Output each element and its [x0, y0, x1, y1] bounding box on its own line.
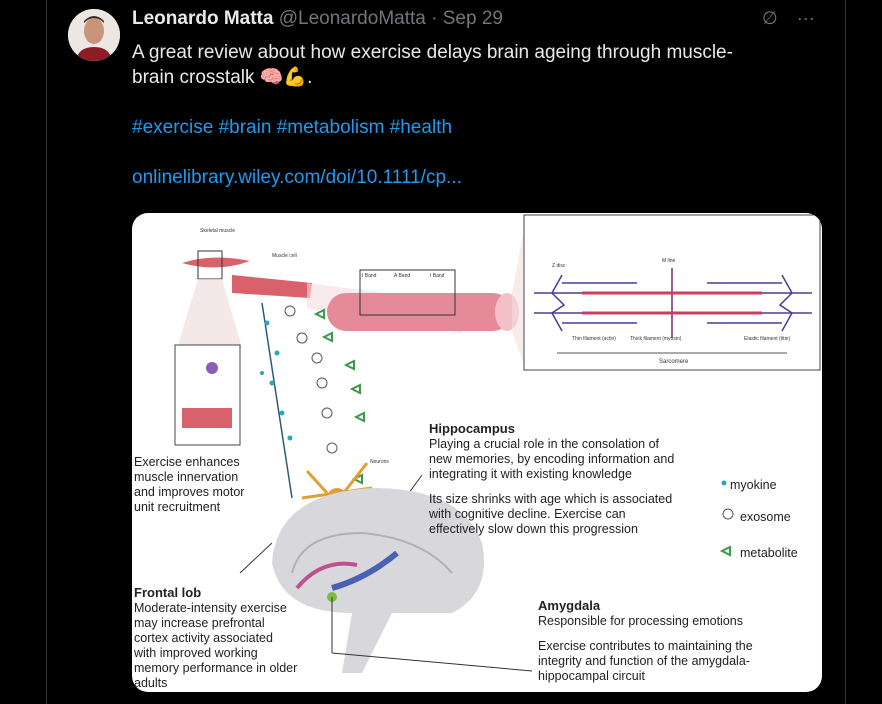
hippocampus-title: Hippocampus: [429, 421, 515, 436]
text-line: new memories, by encoding information an…: [429, 452, 675, 466]
article-link[interactable]: onlinelibrary.wiley.com/doi/10.1111/cp..…: [132, 167, 462, 188]
frontal-lobe-title: Frontal lob: [134, 585, 202, 600]
avatar[interactable]: [68, 9, 120, 61]
text-line: Exercise contributes to maintaining the: [538, 639, 753, 653]
label-i-band-2: I Band: [430, 273, 445, 279]
separator: ·: [431, 8, 438, 29]
label-thick-filament: Thick filament (myosin): [630, 336, 682, 342]
text-line: unit recruitment: [134, 500, 221, 514]
figure-image[interactable]: Skeletal muscle Muscle cell I Band A Ban…: [132, 213, 822, 692]
text-line: A great review about how exercise delays…: [132, 42, 733, 63]
text-line: Playing a crucial role in the consolatio…: [429, 437, 659, 451]
legend-myokine: myokine: [730, 478, 777, 492]
author-handle[interactable]: @LeonardoMatta: [278, 8, 426, 29]
tweet-date[interactable]: Sep 29: [442, 8, 503, 29]
label-skeletal-muscle: Skeletal muscle: [200, 228, 236, 234]
more-icon[interactable]: ···: [796, 8, 815, 28]
label-a-band: A Band: [394, 273, 411, 279]
text-line: may increase prefrontal: [134, 616, 265, 630]
label-muscle-cell: Muscle cell: [272, 253, 297, 259]
text-line: integrating it with existing knowledge: [429, 467, 632, 481]
text-line: adults: [134, 676, 168, 690]
label-i-band: I Band: [362, 273, 377, 279]
label-neurons: Neurons: [370, 459, 389, 465]
text-line: cortex activity associated: [134, 631, 273, 645]
figure-illustration: [174, 213, 821, 673]
label-m-line: M line: [662, 258, 676, 264]
label-elastic-filament: Elastic filament (titin): [744, 336, 791, 342]
text-line: muscle innervation: [134, 470, 239, 484]
text-line: and improves motor: [134, 485, 245, 499]
text-line: Moderate-intensity exercise: [134, 601, 287, 615]
label-sarcomere: Sarcomere: [659, 359, 689, 365]
label-thin-filament: Thin filament (actin): [572, 336, 616, 342]
amygdala-title: Amygdala: [538, 598, 601, 613]
text-line: Exercise enhances: [134, 455, 240, 469]
text-line: with cognitive decline. Exercise can: [429, 507, 626, 521]
legend-exosome: exosome: [740, 510, 791, 524]
timeline-column: [46, 0, 846, 704]
text-line: Its size shrinks with age which is assoc…: [429, 492, 673, 506]
tweet-text: A great review about how exercise delays…: [132, 40, 812, 190]
text-line: effectively slow down this progression: [429, 522, 638, 536]
text-line: integrity and function of the amygdala-: [538, 654, 750, 668]
text-line: memory performance in older: [134, 661, 298, 675]
text-line: brain crosstalk 🧠💪.: [132, 67, 313, 88]
legend-metabolite: metabolite: [740, 546, 798, 560]
text-line: hippocampal circuit: [538, 669, 645, 683]
text-line: with improved working: [134, 646, 258, 660]
tweet-header: Leonardo Matta @LeonardoMatta · Sep 29: [132, 8, 503, 30]
grok-icon[interactable]: ∅: [762, 8, 778, 28]
text-line: Responsible for processing emotions: [538, 614, 743, 628]
author-name[interactable]: Leonardo Matta: [132, 8, 274, 29]
hashtags[interactable]: #exercise #brain #metabolism #health: [132, 117, 453, 138]
label-z-disc: Z disc: [552, 263, 566, 269]
